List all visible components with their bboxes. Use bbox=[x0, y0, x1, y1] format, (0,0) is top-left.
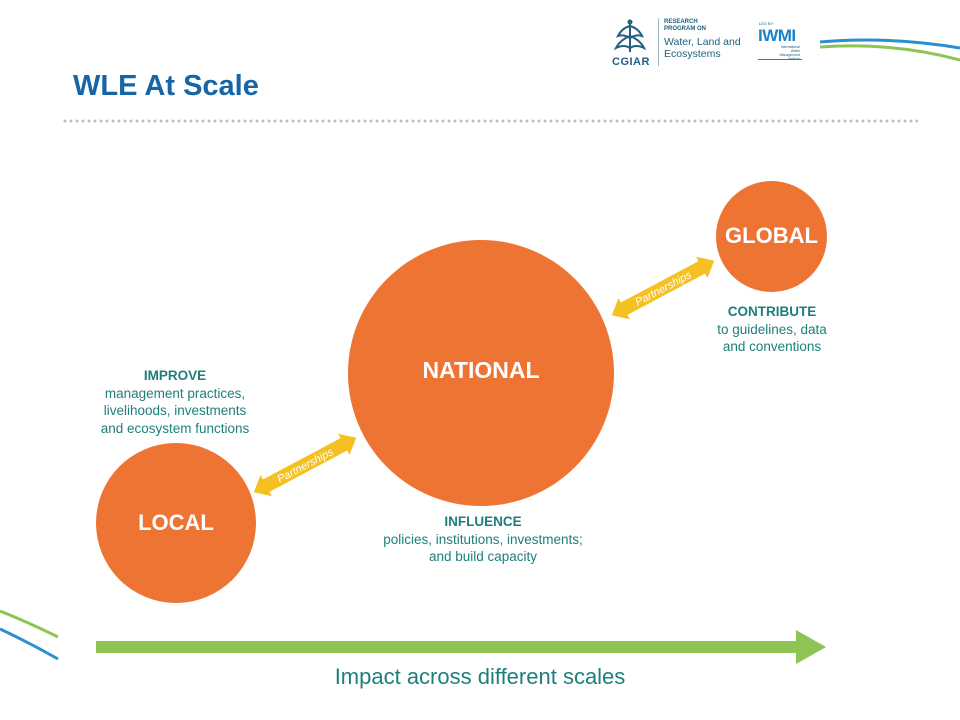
program-name: Water, Land and Ecosystems bbox=[664, 36, 741, 60]
top-right-swoosh bbox=[819, 38, 960, 62]
cgiar-wordmark: CGIAR bbox=[612, 56, 650, 68]
contribute-note: CONTRIBUTE to guidelines, data and conve… bbox=[692, 303, 852, 356]
impact-arrow bbox=[96, 630, 826, 664]
local-scale-circle: LOCAL bbox=[96, 443, 256, 603]
influence-note: INFLUENCE policies, institutions, invest… bbox=[358, 513, 608, 566]
contribute-heading: CONTRIBUTE bbox=[727, 304, 817, 319]
logo-divider bbox=[658, 18, 659, 66]
partnerships-label: Partnerships bbox=[275, 446, 336, 486]
led-by-label: LED BY: bbox=[759, 21, 775, 26]
program-caps: RESEARCH PROGRAM ON bbox=[664, 19, 706, 32]
improve-note: IMPROVE management practices, livelihood… bbox=[92, 367, 258, 437]
global-scale-circle: GLOBAL bbox=[716, 181, 827, 292]
iwmi-logo: IWMI bbox=[758, 26, 796, 45]
partner-logos: CGIAR RESEARCH PROGRAM ON Water, Land an… bbox=[610, 16, 810, 74]
national-global-partnership-arrow: Partnerships bbox=[611, 256, 715, 320]
iwmi-underline bbox=[758, 59, 802, 60]
impact-caption: Impact across different scales bbox=[334, 664, 626, 689]
influence-heading: INFLUENCE bbox=[444, 514, 522, 529]
national-scale-circle: NATIONAL bbox=[348, 240, 614, 506]
title-divider bbox=[62, 119, 918, 123]
bottom-left-swoosh bbox=[0, 609, 59, 661]
cgiar-emblem-icon bbox=[613, 19, 647, 52]
local-national-partnership-arrow: Partnerships bbox=[253, 433, 357, 497]
slide-title: WLE At Scale bbox=[73, 70, 259, 102]
partnerships-label: Partnerships bbox=[633, 269, 694, 309]
improve-heading: IMPROVE bbox=[143, 368, 207, 383]
